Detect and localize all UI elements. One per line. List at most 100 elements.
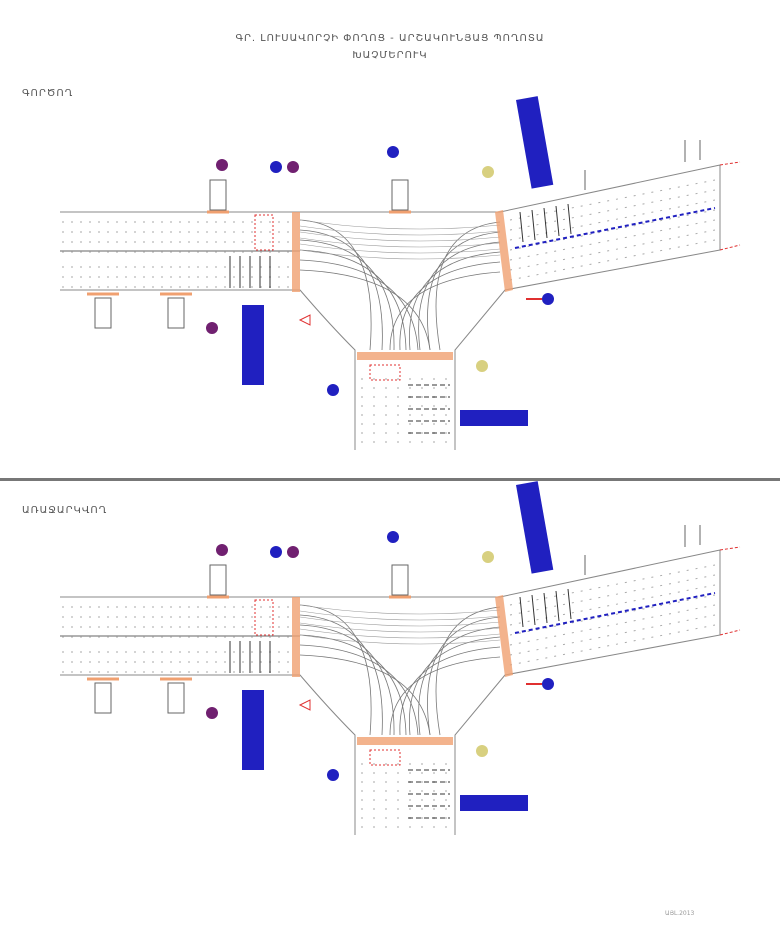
turn-path	[427, 616, 501, 736]
road-edge-right-bottom	[454, 634, 721, 835]
information-sign-panel	[242, 690, 264, 770]
turn-path	[299, 634, 407, 736]
turn-path	[299, 249, 407, 351]
bus-stop-shelter	[167, 297, 185, 329]
turn-path	[418, 241, 501, 351]
stop-line	[519, 596, 524, 628]
turn-path	[299, 654, 431, 736]
lane-marking	[509, 239, 716, 281]
turn-path	[418, 626, 501, 736]
through-path	[299, 219, 501, 230]
intersection-plan-existing	[60, 96, 741, 450]
bus-stop-shelter	[167, 682, 185, 714]
section-label-proposed: ԱՌԱՋԱՐԿՎՈՂ	[22, 505, 108, 516]
traffic-sign-icon	[476, 360, 488, 372]
traffic-sign-icon	[476, 745, 488, 757]
lane-marking	[509, 219, 716, 261]
turn-path	[299, 239, 395, 351]
information-sign-panel	[516, 96, 554, 189]
lane-marking	[509, 604, 716, 646]
stop-line	[543, 592, 548, 624]
section-label-existing: ԳՈՐԾՈՂ	[22, 88, 74, 99]
crosswalk-marking	[369, 749, 401, 766]
traffic-sign-icon	[270, 161, 282, 173]
turn-path	[299, 269, 431, 351]
traffic-sign-icon	[387, 531, 399, 543]
through-path	[299, 610, 501, 621]
turn-path	[408, 251, 501, 351]
crosswalk	[357, 737, 453, 745]
turn-path	[299, 644, 419, 736]
bus-stop-shelter	[391, 179, 409, 211]
turn-path	[299, 604, 372, 736]
traffic-sign-icon	[287, 546, 299, 558]
turn-path	[389, 271, 501, 351]
bus-stop-shelter	[391, 564, 409, 596]
lane-marking	[509, 209, 716, 251]
lane-marking	[509, 189, 716, 231]
through-path	[299, 237, 501, 248]
turn-path	[435, 606, 501, 736]
stop-line	[555, 205, 560, 237]
information-sign-panel	[242, 305, 264, 385]
through-path	[299, 628, 501, 639]
crosswalk-marking	[369, 364, 401, 381]
through-path	[299, 231, 501, 242]
traffic-sign-icon	[206, 322, 218, 334]
traffic-sign-icon	[327, 769, 339, 781]
crosswalk-marking	[254, 214, 274, 251]
diagram-subtitle: ԽԱՉՄԵՐՈՒԿ	[352, 50, 428, 61]
turn-path	[299, 614, 383, 736]
bus-stop-shelter	[209, 564, 227, 596]
stop-line	[543, 207, 548, 239]
stop-line	[519, 211, 524, 243]
traffic-sign-icon	[216, 544, 228, 556]
stop-line	[531, 594, 536, 626]
road-edge-left-bottom	[60, 289, 356, 450]
stop-line	[567, 588, 572, 620]
section-divider	[0, 478, 780, 481]
kerb-detail	[584, 525, 701, 575]
turn-path	[299, 219, 372, 351]
traffic-sign-icon	[216, 159, 228, 171]
bus-stop-shelter	[209, 179, 227, 211]
information-sign-panel	[516, 481, 554, 574]
stop-line	[531, 209, 536, 241]
through-path	[299, 249, 501, 260]
lane-marking	[509, 229, 716, 271]
traffic-sign-icon	[542, 293, 554, 305]
yield-sign-icon	[298, 314, 311, 326]
crosswalk	[357, 352, 453, 360]
turn-path	[399, 646, 501, 736]
crosswalk	[495, 210, 513, 292]
turn-path	[399, 261, 501, 351]
information-sign-panel	[460, 410, 528, 426]
bus-stop-shelter	[94, 682, 112, 714]
lane-marking	[509, 199, 716, 241]
kerb-detail	[584, 140, 701, 190]
turn-path	[299, 229, 383, 351]
crosswalk	[292, 597, 300, 677]
crosswalk-marking	[254, 599, 274, 636]
turn-path	[299, 259, 419, 351]
through-path	[299, 634, 501, 645]
traffic-sign-icon	[542, 678, 554, 690]
crosswalk	[292, 212, 300, 292]
intersection-plan-proposed	[60, 481, 741, 835]
dimension-line	[719, 546, 741, 636]
bus-stop-shelter	[94, 297, 112, 329]
through-path	[299, 225, 501, 236]
bus-lane-marking	[514, 207, 716, 249]
lane-marking	[509, 594, 716, 636]
lane-marking	[509, 624, 716, 666]
turn-path	[435, 221, 501, 351]
traffic-sign-icon	[287, 161, 299, 173]
turn-path	[427, 231, 501, 351]
bus-lane-marking	[514, 592, 716, 634]
turn-path	[299, 624, 395, 736]
crosswalk	[495, 595, 513, 677]
dimension-line	[719, 161, 741, 251]
traffic-sign-icon	[206, 707, 218, 719]
turn-path	[389, 656, 501, 736]
